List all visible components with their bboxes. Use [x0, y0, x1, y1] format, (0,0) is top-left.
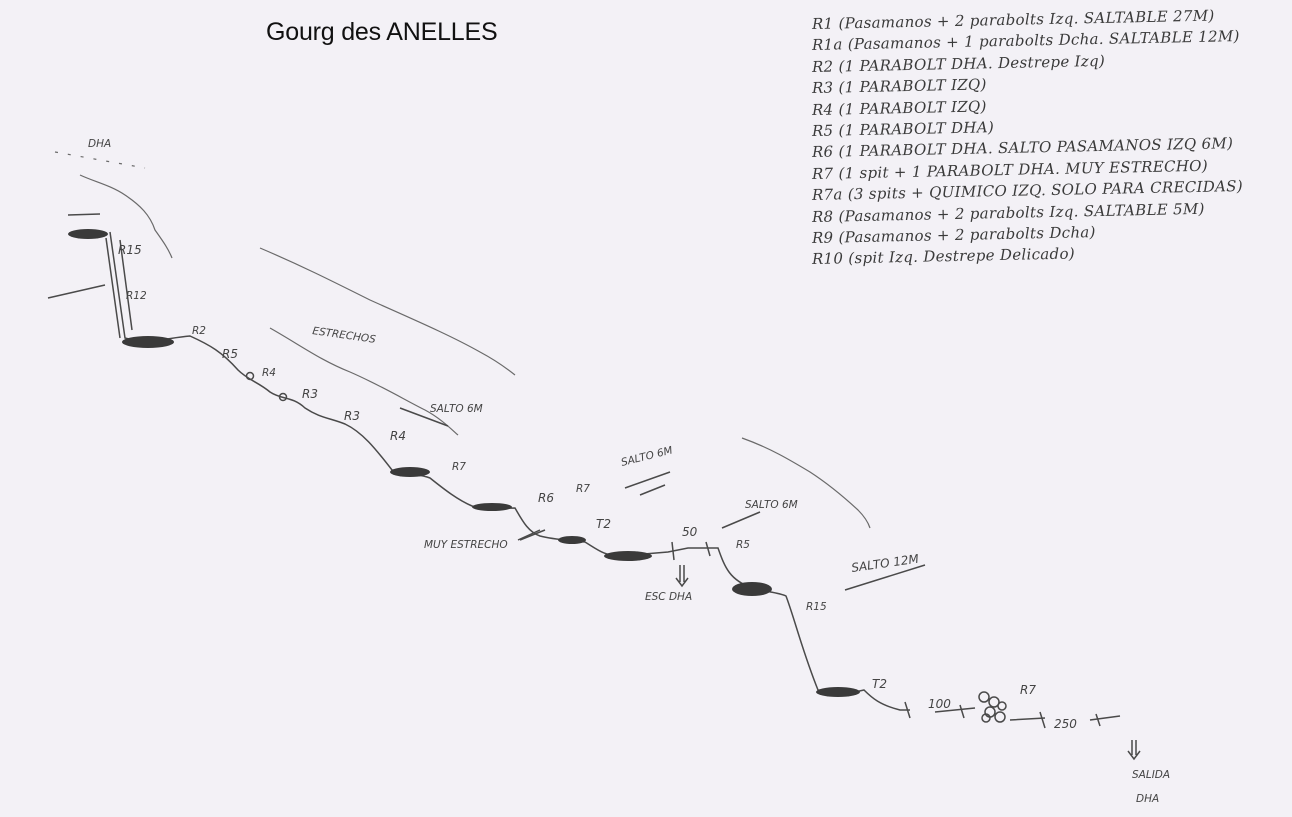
diagram-title: Gourg des ANELLES — [266, 18, 498, 46]
wall-estrechos — [259, 247, 516, 376]
pool-3 — [390, 467, 430, 477]
label-r3-ring: R3 — [302, 387, 318, 401]
label-r3: R3 — [344, 409, 360, 423]
label-50m: 50 — [682, 525, 698, 539]
label-salto-12m: SALTO 12M — [850, 552, 920, 575]
canyon-bed-end — [934, 707, 1121, 721]
arrow-down-icon-exit — [1127, 740, 1141, 761]
label-r5-low: R5 — [736, 539, 750, 551]
label-salto-6m-a: SALTO 6M — [430, 403, 483, 415]
pool-8 — [816, 687, 860, 697]
wall-dashed-top — [54, 151, 146, 169]
label-salto-6m-b: SALTO 6M — [620, 445, 674, 469]
label-r15-low: R15 — [806, 601, 827, 613]
wall-lower-mid — [269, 327, 459, 436]
label-r7-end: R7 — [1020, 683, 1036, 697]
arrow-left-icon — [519, 529, 546, 541]
pool-1 — [68, 229, 108, 239]
label-250m: 250 — [1054, 717, 1077, 731]
arrow-down-icon — [675, 565, 689, 588]
ring-anchor-r3 — [278, 392, 288, 402]
boulder-cluster-icon — [978, 691, 1007, 723]
label-t2-mid: T2 — [596, 517, 611, 531]
pool-7 — [732, 582, 772, 596]
pool-4 — [472, 503, 512, 511]
wall-right — [741, 437, 871, 529]
label-esc-dha: ESC DHA — [645, 591, 692, 603]
pool-5 — [558, 536, 586, 544]
label-100m: 100 — [928, 697, 951, 711]
anchor-marks — [47, 213, 1101, 729]
label-t2-low: T2 — [872, 677, 887, 691]
label-salto-6m-c: SALTO 6M — [745, 499, 798, 511]
pool-2 — [122, 336, 174, 348]
label-r4-ring: R4 — [262, 367, 276, 379]
label-r7: R7 — [576, 483, 590, 495]
label-dha-bottom: DHA — [1136, 793, 1159, 805]
label-r4: R4 — [390, 429, 406, 443]
label-r7-mid: R7 — [452, 461, 466, 473]
label-r12: R12 — [126, 290, 147, 302]
label-muy-estrecho: MUY ESTRECHO — [424, 539, 508, 551]
label-r15-top: R15 — [118, 243, 142, 257]
label-dha-top: DHA — [88, 138, 111, 150]
canyon-bed — [109, 231, 910, 711]
label-estrechos: ESTRECHOS — [312, 325, 377, 346]
label-salida: SALIDA — [1132, 769, 1170, 781]
label-r6: R6 — [538, 491, 554, 505]
ring-anchor-r4 — [245, 371, 255, 381]
label-r5-top: R5 — [222, 347, 238, 361]
label-r2: R2 — [192, 325, 206, 337]
wall-top-left — [79, 174, 173, 259]
pool-6 — [604, 551, 652, 561]
